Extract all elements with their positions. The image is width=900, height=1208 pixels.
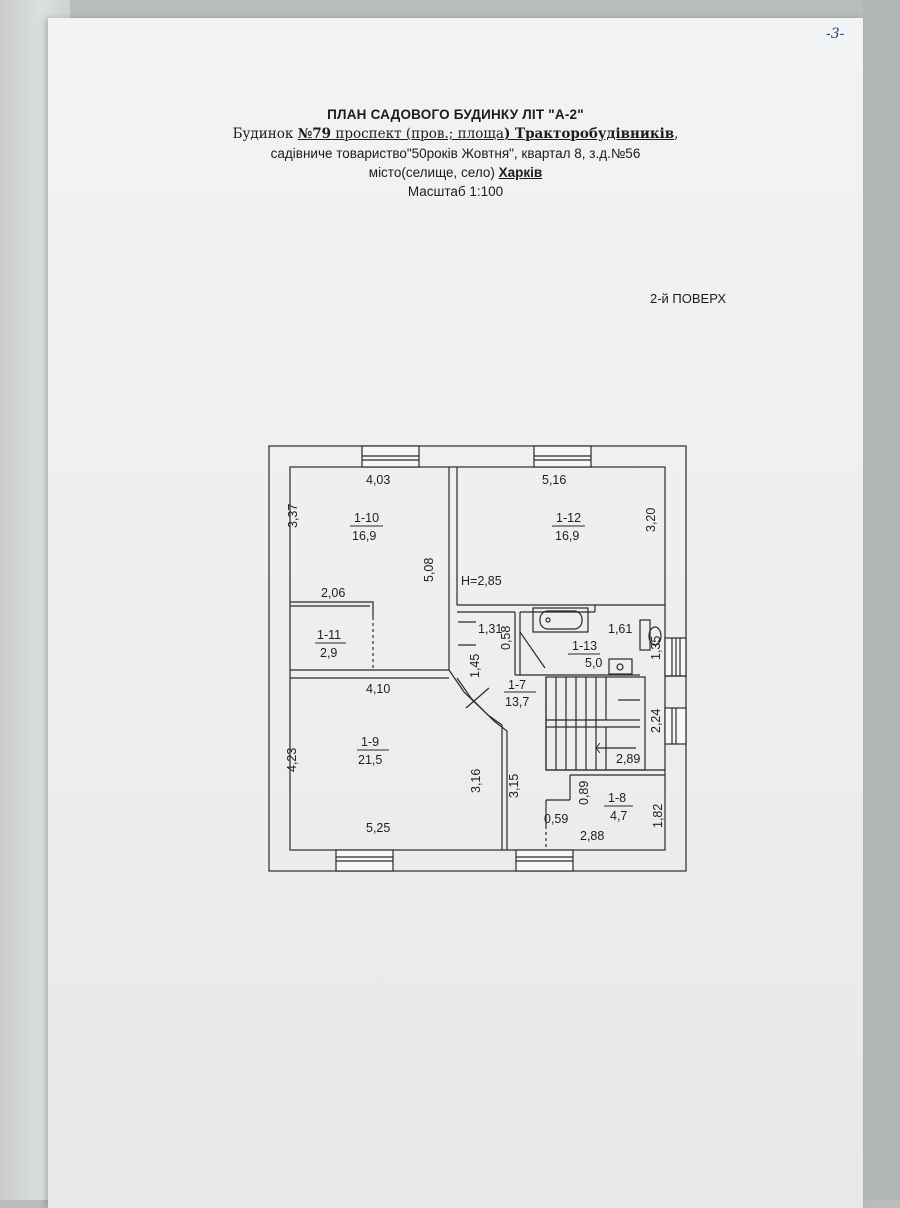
- dim-5-16: 5,16: [542, 473, 566, 487]
- document-page: -3- ПЛАН САДОВОГО БУДИНКУ ЛІТ "А-2" Буди…: [48, 18, 863, 1208]
- room-1-7-id: 1-7: [508, 678, 526, 692]
- plan-labels: 4,03 5,16 3,37 3,20 5,08 1-10 16,9 1-12 …: [285, 473, 665, 843]
- room-1-9-id: 1-9: [361, 735, 379, 749]
- dim-2-89: 2,89: [616, 752, 640, 766]
- page-number: -3-: [826, 26, 845, 42]
- dim-0-89: 0,89: [577, 781, 591, 805]
- dim-4-10: 4,10: [366, 682, 390, 696]
- house-number: №79: [297, 126, 332, 142]
- document-header: ПЛАН САДОВОГО БУДИНКУ ЛІТ "А-2" Будинок …: [48, 106, 863, 201]
- settlement-prefix: місто(селище, село): [368, 165, 499, 180]
- dim-0-58: 0,58: [499, 626, 513, 650]
- room-1-8-id: 1-8: [608, 791, 626, 805]
- background-surface: [863, 0, 900, 1200]
- dim-5-25: 5,25: [366, 821, 390, 835]
- room-1-13-area: 5,0: [585, 656, 602, 670]
- room-1-12-area: 16,9: [555, 529, 579, 543]
- room-1-10-area: 16,9: [352, 529, 376, 543]
- dim-3-16: 3,16: [469, 769, 483, 793]
- dim-1-82: 1,82: [651, 804, 665, 828]
- floor-plan: 4,03 5,16 3,37 3,20 5,08 1-10 16,9 1-12 …: [268, 445, 687, 872]
- dim-3-20: 3,20: [644, 508, 658, 532]
- dim-2-88: 2,88: [580, 829, 604, 843]
- room-1-11-area: 2,9: [320, 646, 337, 660]
- scale-label: Масштаб 1:100: [407, 184, 504, 199]
- address-line-1: Будинок №79 проспект (пров.; площа) Трак…: [48, 124, 863, 144]
- ceiling-height: H=2,85: [461, 574, 502, 588]
- room-1-7-area: 13,7: [505, 695, 529, 709]
- staircase: [545, 676, 665, 771]
- dim-1-35: 1,35: [649, 636, 663, 660]
- dim-0-59: 0,59: [544, 812, 568, 826]
- address-line-3: місто(селище, село) Харків: [48, 163, 863, 182]
- dim-1-61: 1,61: [608, 622, 632, 636]
- room-1-10-id: 1-10: [354, 511, 379, 525]
- room-1-9-area: 21,5: [358, 753, 382, 767]
- floor-label: 2-й ПОВЕРХ: [650, 291, 726, 306]
- room-1-8-area: 4,7: [610, 809, 627, 823]
- city-name: Харків: [498, 165, 543, 180]
- dim-1-31: 1,31: [478, 622, 502, 636]
- dim-1-45: 1,45: [468, 654, 482, 678]
- plan-title: ПЛАН САДОВОГО БУДИНКУ ЛІТ "А-2": [327, 107, 584, 122]
- room-1-13-id: 1-13: [572, 639, 597, 653]
- street-type: проспект (пров.; площа: [331, 126, 504, 142]
- street-name: ) Тракторобудівників: [503, 126, 675, 142]
- dim-2-06: 2,06: [321, 586, 345, 600]
- dim-3-37: 3,37: [286, 504, 300, 528]
- dim-5-08: 5,08: [422, 558, 436, 582]
- room-1-12-id: 1-12: [556, 511, 581, 525]
- windows: [335, 445, 687, 872]
- address-comma: ,: [674, 126, 679, 142]
- dim-3-15: 3,15: [507, 774, 521, 798]
- address-line-2: садівниче товариство"50років Жовтня", кв…: [270, 146, 641, 161]
- dim-4-23: 4,23: [285, 748, 299, 772]
- dim-2-24: 2,24: [649, 709, 663, 733]
- dim-4-03: 4,03: [366, 473, 390, 487]
- room-1-11-id: 1-11: [317, 628, 341, 642]
- address-prefix: Будинок: [232, 126, 298, 142]
